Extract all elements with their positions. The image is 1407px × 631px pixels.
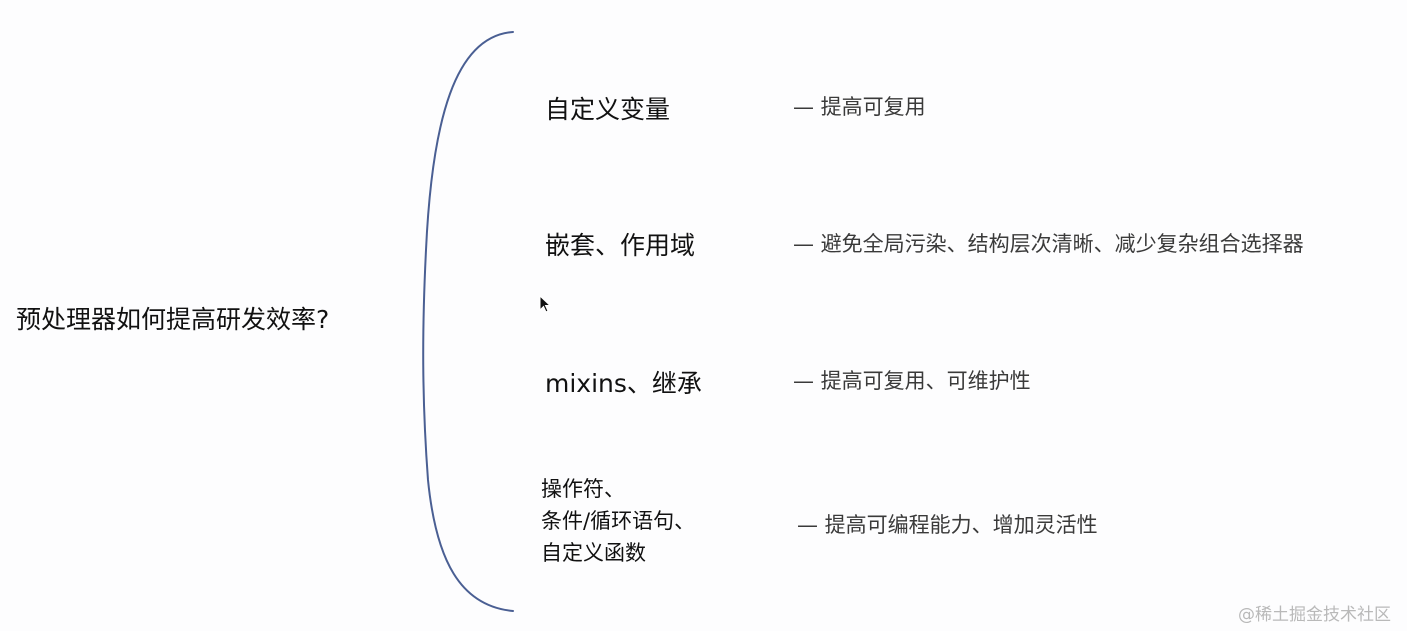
root-question: 预处理器如何提高研发效率? bbox=[16, 305, 330, 334]
branch-topic-mixins-inheritance: mixins、继承 bbox=[545, 369, 702, 398]
branch-topic-nesting-scope: 嵌套、作用域 bbox=[545, 231, 696, 260]
branch-description-mixins-inheritance: — 提高可复用、可维护性 bbox=[793, 369, 1031, 393]
branch-topic-operators-functions: 操作符、 条件/循环语句、 自定义函数 bbox=[541, 477, 696, 565]
branch-description-custom-variables: — 提高可复用 bbox=[793, 95, 926, 119]
branch-description-operators-functions: — 提高可编程能力、增加灵活性 bbox=[797, 513, 1098, 537]
watermark: @稀土掘金技术社区 bbox=[1238, 605, 1391, 625]
branch-description-nesting-scope: — 避免全局污染、结构层次清晰、减少复杂组合选择器 bbox=[793, 232, 1304, 256]
branch-topic-custom-variables: 自定义变量 bbox=[545, 95, 671, 124]
mouse-pointer-icon bbox=[539, 295, 552, 313]
